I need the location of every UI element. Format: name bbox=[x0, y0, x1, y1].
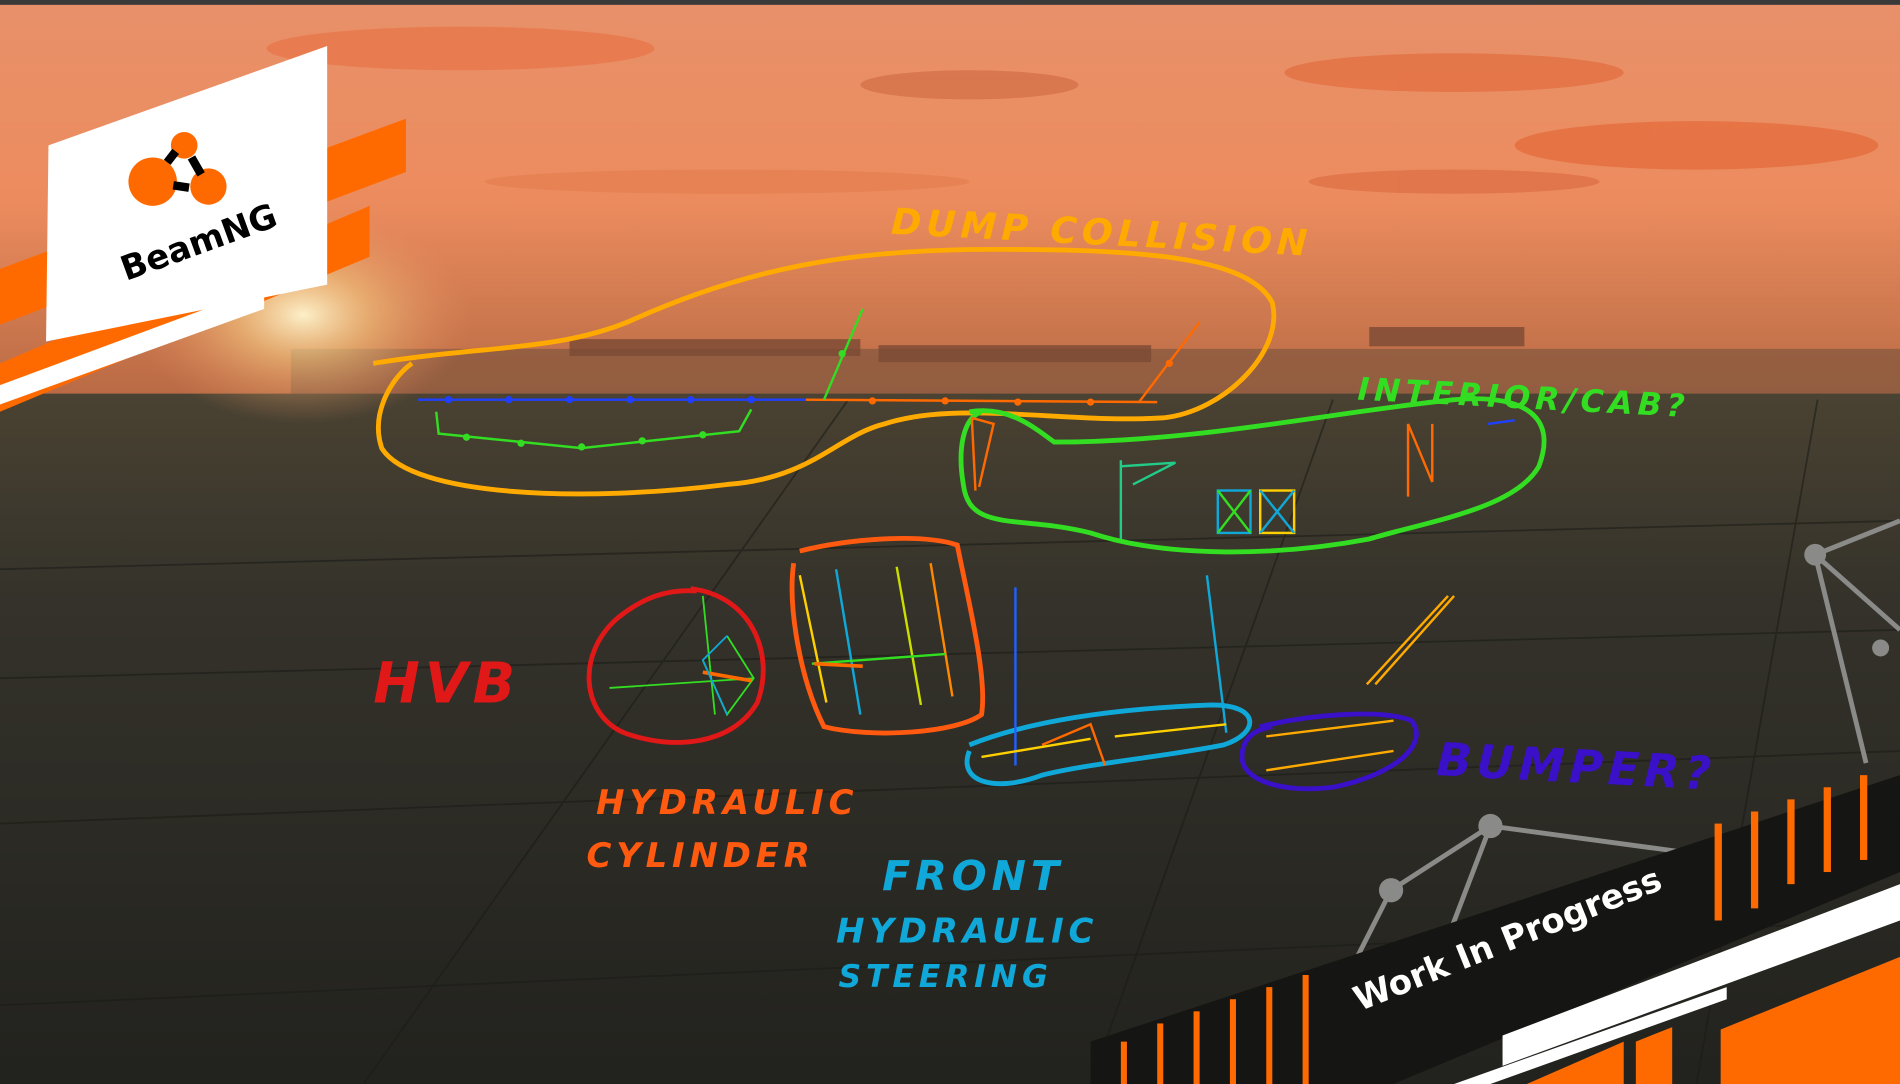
clouds bbox=[266, 26, 1879, 194]
logo-node-icon bbox=[170, 132, 198, 159]
front-steering-label-2: HYDRAULIC bbox=[836, 911, 1098, 950]
hydraulic-cylinder-label-1: HYDRAULIC bbox=[596, 783, 858, 822]
hydraulic-cylinder-label-2: CYLINDER bbox=[586, 836, 814, 875]
hvb-label: HVB bbox=[373, 651, 520, 716]
beamng-logo: BeamNG bbox=[0, 46, 406, 412]
front-steering-label-1: FRONT bbox=[882, 852, 1064, 900]
front-steering-annotation: FRONT HYDRAULIC STEERING bbox=[836, 575, 1253, 995]
hvb-annotation: HVB bbox=[373, 586, 766, 745]
front-steering-label-3: STEERING bbox=[839, 959, 1053, 995]
hydraulic-cylinder-annotation: HYDRAULIC CYLINDER bbox=[586, 536, 986, 875]
